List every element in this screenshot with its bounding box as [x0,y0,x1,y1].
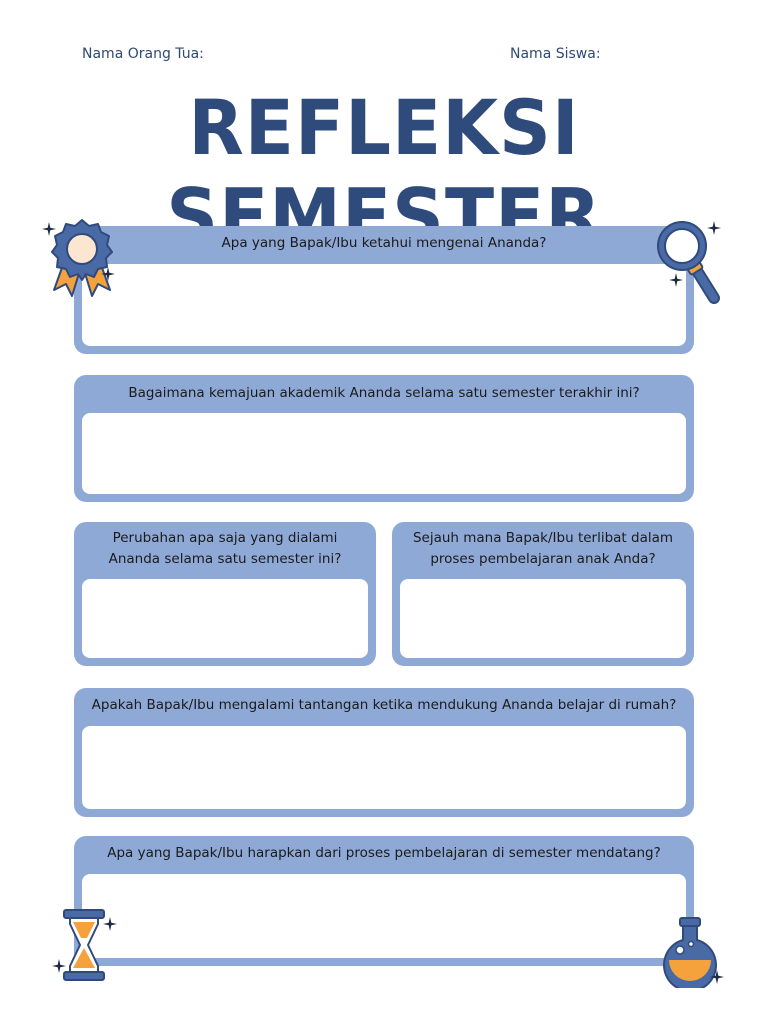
question-box-3: Perubahan apa saja yang dialami Ananda s… [74,522,376,666]
sparkle-icon [707,221,721,235]
sparkle-icon [52,959,66,973]
parent-name-label: Nama Orang Tua: [82,46,204,62]
question-text: Perubahan apa saja yang dialami Ananda s… [80,528,370,570]
student-name-label: Nama Siswa: [510,46,601,62]
question-box-5: Apakah Bapak/Ibu mengalami tantangan ket… [74,688,694,817]
answer-area[interactable] [82,726,686,809]
question-text: Apa yang Bapak/Ibu ketahui mengenai Anan… [221,235,547,251]
answer-area[interactable] [82,874,686,958]
answer-area[interactable] [82,579,368,658]
sparkle-icon [669,273,683,287]
question-line-2: Ananda selama satu semester ini? [108,551,342,567]
question-box-1: Apa yang Bapak/Ibu ketahui mengenai Anan… [74,226,694,354]
answer-area[interactable] [82,413,686,494]
answer-area[interactable] [82,264,686,346]
question-line-1: Perubahan apa saja yang dialami [112,530,338,546]
question-line-2: proses pembelajaran anak Anda? [430,551,656,567]
question-text: Sejauh mana Bapak/Ibu terlibat dalam pro… [398,528,688,570]
question-box-4: Sejauh mana Bapak/Ibu terlibat dalam pro… [392,522,694,666]
question-box-2: Bagaimana kemajuan akademik Ananda selam… [74,375,694,502]
sparkle-icon [42,222,56,236]
question-line-1: Sejauh mana Bapak/Ibu terlibat dalam [412,530,674,546]
flask-icon [663,917,717,988]
award-ribbon-icon [51,219,113,297]
page-title: REFLEKSI SEMESTER [166,83,602,261]
question-box-6: Apa yang Bapak/Ibu harapkan dari proses … [74,836,694,966]
question-text: Apa yang Bapak/Ibu harapkan dari proses … [107,845,661,861]
sparkle-icon [101,267,115,281]
answer-area[interactable] [400,579,686,658]
magnifying-glass-icon [657,221,720,304]
question-text: Apakah Bapak/Ibu mengalami tantangan ket… [91,697,677,713]
question-text: Bagaimana kemajuan akademik Ananda selam… [128,385,640,401]
hourglass-icon [63,909,105,981]
sparkle-icon [710,970,724,984]
sparkle-icon [103,917,117,931]
